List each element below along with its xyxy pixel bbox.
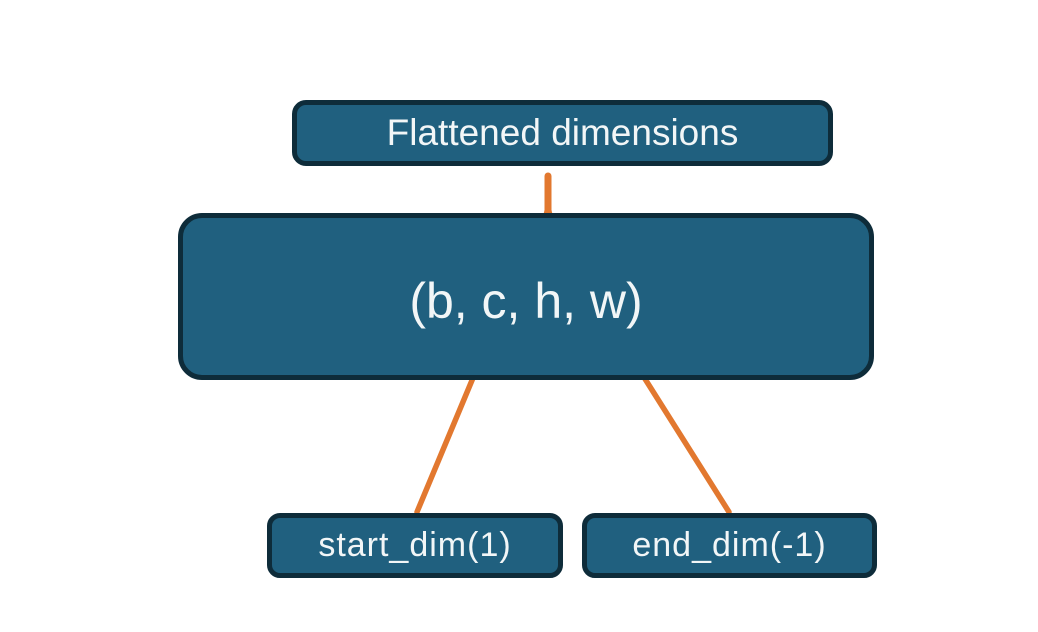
tensor-shape-label: (b, c, h, w)	[409, 272, 643, 329]
node-start-dim: start_dim(1)	[267, 513, 563, 578]
node-end-dim: end_dim(-1)	[582, 513, 877, 578]
end-dim-label: end_dim(-1)	[632, 526, 827, 564]
node-flattened-dimensions: Flattened dimensions	[292, 100, 833, 166]
start-dim-label: start_dim(1)	[318, 526, 512, 564]
flattened-dimensions-label: Flattened dimensions	[386, 112, 739, 153]
node-tensor-shape: (b, c, h, w)	[178, 213, 874, 380]
